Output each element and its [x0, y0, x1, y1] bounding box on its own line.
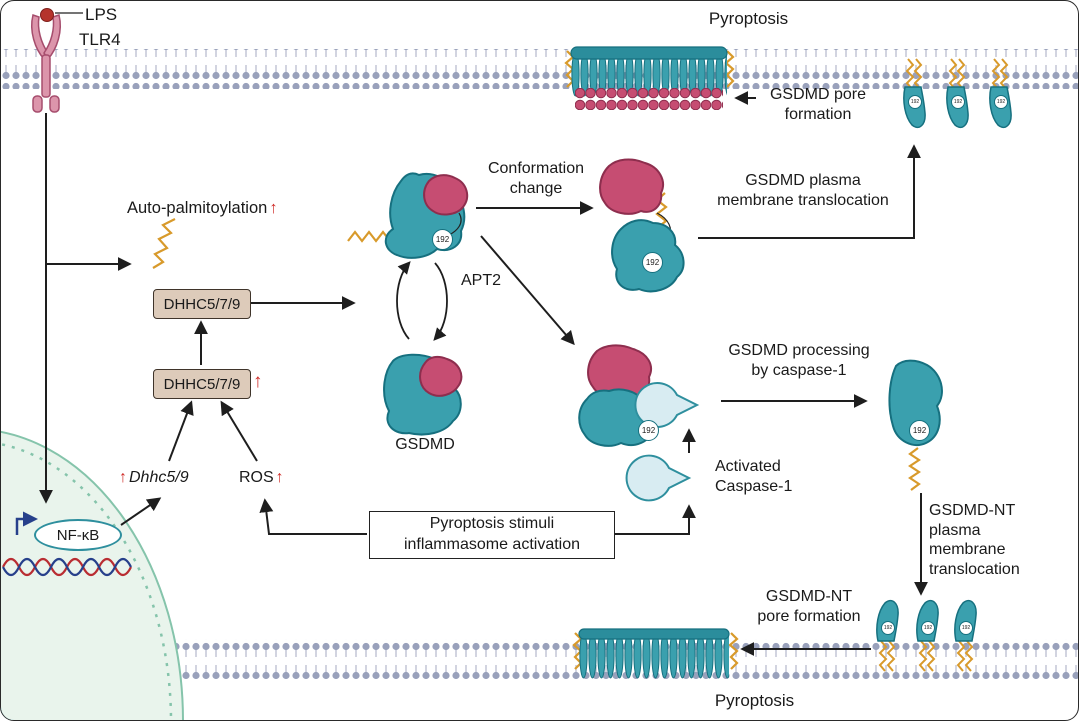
- conformation-changed-gsdmd-icon: [599, 158, 685, 293]
- arrow-plasma-translocation: [698, 144, 921, 239]
- arrow-dhhcgene-to-dhhc: [168, 400, 194, 462]
- auto-palmitoylation-label: Auto-palmitoylation↑: [127, 199, 278, 217]
- up-arrow-icon: ↑: [275, 469, 284, 486]
- residue-192-badge: 192: [881, 621, 895, 635]
- residue-192-badge: 192: [638, 420, 659, 441]
- gsdmd-nt-pore-label: GSDMD-NT pore formation: [757, 588, 861, 625]
- gsdmd-nt-pore-bottom-icon: [578, 628, 730, 679]
- gsdmd-pore-formation-label: GSDMD pore formation: [769, 86, 867, 123]
- activated-caspase1-label: Activated Caspase-1: [715, 458, 793, 495]
- ros-label: ROS↑: [239, 469, 284, 486]
- promoter-arrow-icon: [15, 511, 38, 535]
- apt2-cycle-arrow-up: [396, 261, 411, 340]
- pyroptosis-stimuli-box: Pyroptosis stimuli inflammasome activati…: [369, 511, 615, 559]
- gsdmd-pore-top-icon: [570, 46, 728, 110]
- dna-strand-blue-icon: [2, 557, 132, 577]
- palmitoyl-zigzag-icon: [908, 447, 921, 491]
- gsdmd-caspase-complex-icon: [578, 344, 700, 447]
- dhhc-enzyme-box: DHHC5/7/9: [153, 289, 251, 319]
- dhhc-gene-label: ↑Dhhc5/9: [119, 469, 189, 486]
- residue-192-badge: 192: [909, 420, 930, 441]
- conformation-change-label: Conformation change: [487, 160, 585, 197]
- lps-icon: [40, 8, 54, 22]
- residue-192-badge: 192: [994, 95, 1008, 109]
- apt2-cycle-arrow-down: [433, 262, 448, 341]
- lps-label: LPS: [85, 5, 118, 24]
- gsdmd-processing-label: GSDMD processing by caspase-1: [728, 342, 870, 379]
- gsdmd-ct-ring-icon: [575, 88, 723, 110]
- gsdmd-palmitoylated-icon: [384, 172, 469, 259]
- nfkb-badge: NF-κB: [34, 519, 122, 551]
- pyroptosis-bottom-label: Pyroptosis: [714, 691, 795, 710]
- arrow-stimuli-to-caspase: [615, 504, 696, 535]
- gsdmd-plasma-translocation-label: GSDMD plasma membrane translocation: [717, 172, 889, 209]
- up-arrow-icon: ↑: [253, 371, 263, 392]
- apt2-label: APT2: [461, 272, 502, 289]
- gsdmd-autoinhibited-icon: [383, 353, 463, 436]
- dhhc-upregulated-box: DHHC5/7/9: [153, 369, 251, 399]
- palmitoyl-zigzag-icon: [152, 218, 176, 269]
- tlr4-label: TLR4: [79, 30, 121, 49]
- palmitoyl-zigzag-icon: [724, 50, 735, 88]
- residue-192-badge: 192: [921, 621, 935, 635]
- caspase1-icon: [634, 382, 700, 428]
- up-arrow-icon: ↑: [119, 469, 127, 486]
- residue-192-badge: 192: [642, 252, 663, 273]
- arrow-ros-to-dhhc: [220, 400, 258, 462]
- flow-arrows: [39, 91, 928, 656]
- activated-caspase1-icon: [625, 454, 692, 502]
- up-arrow-icon: ↑: [269, 199, 278, 217]
- residue-192-badge: 192: [908, 95, 922, 109]
- gsdmd-label: GSDMD: [395, 436, 455, 453]
- gsdmd-nt-translocation-label: GSDMD-NT plasma membrane translocation: [929, 502, 1020, 578]
- gsdmd-nt-icon: [888, 359, 943, 446]
- tlr4-receptor-icon: [31, 8, 83, 113]
- arrow-nfkb-to-dhhcgene: [120, 497, 162, 526]
- residue-192-badge: 192: [959, 621, 973, 635]
- arrow-to-processing: [480, 235, 575, 346]
- top-membrane: [1, 49, 1078, 89]
- pyroptosis-top-label: Pyroptosis: [708, 9, 789, 28]
- nucleus-icon: [1, 431, 184, 720]
- residue-192-badge: 192: [432, 229, 453, 250]
- palmitoyl-zigzag-icon: [728, 632, 739, 670]
- arrow-stimuli-to-ros: [259, 498, 367, 535]
- residue-192-badge: 192: [951, 95, 965, 109]
